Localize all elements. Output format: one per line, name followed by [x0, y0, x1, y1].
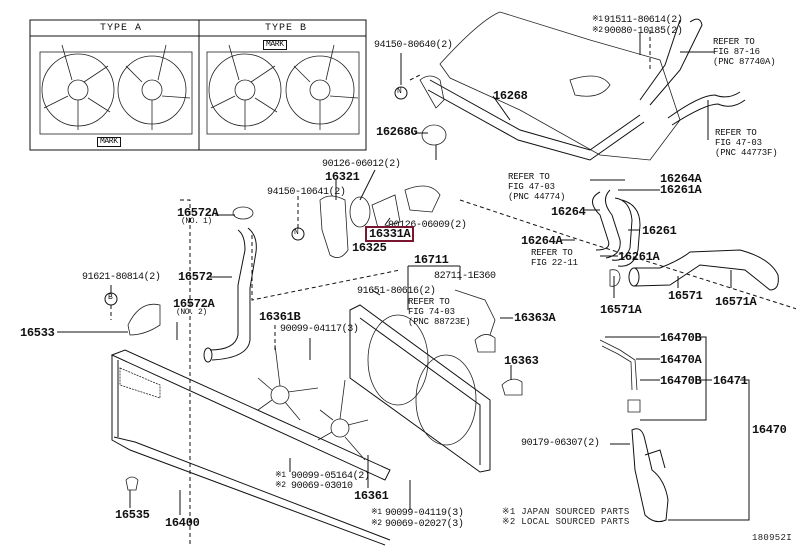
- part-16321[interactable]: 16321: [325, 170, 360, 184]
- part-16400[interactable]: 16400: [165, 516, 200, 530]
- part-90126-06009[interactable]: 90126-06009(2): [388, 220, 467, 231]
- part-16261[interactable]: 16261: [642, 224, 677, 238]
- part-16363[interactable]: 16363: [504, 354, 539, 368]
- leader-lines: [57, 33, 750, 521]
- refer-fig-47-03-mid[interactable]: REFER TO FIG 47-03 (PNC 44774): [508, 172, 566, 202]
- part-16572A-no2[interactable]: 16572A: [173, 297, 215, 311]
- part-16572A-no1[interactable]: 16572A: [177, 206, 219, 220]
- part-90099-04119[interactable]: 90099-04119(3): [385, 508, 464, 519]
- note2-mark-b: ※2: [275, 481, 286, 490]
- bypass-pipe-16268: [419, 75, 645, 161]
- note2-mark-a: ※2: [592, 26, 603, 35]
- figure-id: 180952I: [752, 533, 792, 543]
- part-90126-06012[interactable]: 90126-06012(2): [322, 159, 401, 170]
- part-16264A-top[interactable]: 16264A: [660, 172, 702, 186]
- reserve-tank-16470: [599, 339, 669, 523]
- legend-note-1: ※1 JAPAN SOURCED PARTS: [502, 507, 630, 517]
- note1-mark-c: ※1: [371, 508, 382, 517]
- fan-motors: [454, 289, 523, 396]
- part-90069-02027[interactable]: 90069-02027(3): [385, 519, 464, 530]
- part-16361B[interactable]: 16361B: [259, 310, 301, 324]
- part-16571A-right[interactable]: 16571A: [715, 295, 757, 309]
- upper-hose-16572: [127, 227, 257, 363]
- part-16711[interactable]: 16711: [414, 253, 449, 267]
- marker-b: B: [108, 293, 113, 302]
- part-16471[interactable]: 16471: [713, 374, 748, 388]
- fans: [257, 344, 369, 461]
- part-16268G[interactable]: 16268G: [376, 125, 418, 139]
- type-a-label: TYPE A: [100, 23, 143, 34]
- part-16363A[interactable]: 16363A: [514, 311, 556, 325]
- part-94150-80640[interactable]: 94150-80640(2): [374, 40, 453, 51]
- water-inlet: [232, 185, 441, 258]
- mark-a-label: MARK: [97, 137, 121, 147]
- part-16264A-bottom[interactable]: 16264A: [521, 234, 563, 248]
- refer-fig-87-16[interactable]: REFER TO FIG 87-16 (PNC 87740A): [713, 37, 776, 67]
- part-16261A-top[interactable]: 16261A: [660, 183, 702, 197]
- fan-shroud-16711: [349, 304, 491, 473]
- engine-outline: [439, 11, 681, 161]
- part-16261A-bottom[interactable]: 16261A: [618, 250, 660, 264]
- note1-mark-b: ※1: [275, 471, 286, 480]
- part-91511-80614[interactable]: 91511-80614(2): [604, 15, 683, 26]
- part-16470B-top[interactable]: 16470B: [660, 331, 702, 345]
- part-16572A-no1-sub: (NO. 1): [181, 217, 212, 226]
- part-94150-10641[interactable]: 94150-10641(2): [267, 187, 346, 198]
- radiator-16400: [110, 349, 391, 546]
- type-b-label: TYPE B: [265, 23, 308, 34]
- part-16470B-bottom[interactable]: 16470B: [660, 374, 702, 388]
- heater-hoses: [592, 189, 641, 267]
- part-16470[interactable]: 16470: [752, 423, 787, 437]
- marker-n-2: N: [294, 228, 299, 237]
- part-90179-06307[interactable]: 90179-06307(2): [521, 438, 600, 449]
- part-16268[interactable]: 16268: [493, 89, 528, 103]
- note1-mark-a: ※1: [592, 15, 603, 24]
- note2-mark-c: ※2: [371, 519, 382, 528]
- part-90069-03010[interactable]: 90069-03010: [291, 481, 353, 492]
- marker-circles: [104, 86, 408, 306]
- part-16264[interactable]: 16264: [551, 205, 586, 219]
- part-16535[interactable]: 16535: [115, 508, 150, 522]
- part-91651-80616[interactable]: 91651-80616(2): [357, 286, 436, 297]
- refer-fig-22-11[interactable]: REFER TO FIG 22-11: [531, 248, 578, 268]
- assembly-lines: [180, 30, 796, 545]
- part-91621-80814[interactable]: 91621-80814(2): [82, 272, 161, 283]
- part-16572A-no2-sub: (NO. 2): [176, 308, 207, 317]
- part-16571[interactable]: 16571: [668, 289, 703, 303]
- part-16325[interactable]: 16325: [352, 241, 387, 255]
- part-16572[interactable]: 16572: [178, 270, 213, 284]
- part-16331A-highlighted[interactable]: 16331A: [365, 226, 415, 242]
- refer-fig-74-03[interactable]: REFER TO FIG 74-03 (PNC 88723E): [408, 297, 471, 327]
- refer-fig-47-03-top[interactable]: REFER TO FIG 47-03 (PNC 44773F): [715, 128, 778, 158]
- part-16470A[interactable]: 16470A: [660, 353, 702, 367]
- part-90099-05164[interactable]: 90099-05164(2): [291, 471, 370, 482]
- marker-n-1: N: [397, 87, 402, 96]
- part-16361[interactable]: 16361: [354, 489, 389, 503]
- part-90099-04117[interactable]: 90099-04117(3): [280, 324, 359, 335]
- part-82711-1E360[interactable]: 82711-1E360: [434, 271, 496, 282]
- fan-type-inset: [29, 19, 367, 151]
- hose-87-16: [639, 18, 746, 126]
- part-16533[interactable]: 16533: [20, 326, 55, 340]
- lower-hose-16571: [609, 249, 779, 291]
- part-16571A-left[interactable]: 16571A: [600, 303, 642, 317]
- legend-note-2: ※2 LOCAL SOURCED PARTS: [502, 517, 630, 527]
- mark-b-label: MARK: [263, 40, 287, 50]
- part-90080-10185[interactable]: 90080-10185(2): [604, 26, 683, 37]
